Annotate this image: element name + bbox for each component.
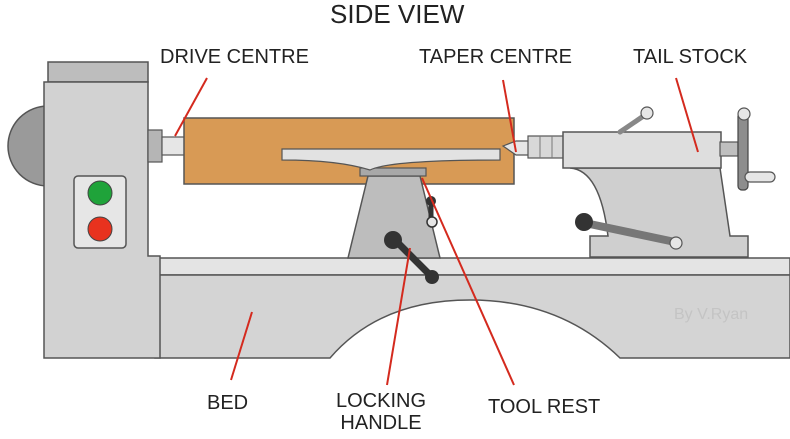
locking-handle-label: LOCKING HANDLE	[326, 390, 436, 434]
motor-pulley	[7, 105, 49, 187]
start-button[interactable]	[87, 180, 113, 206]
author-credit: By V.Ryan	[674, 306, 749, 323]
tool-rest	[281, 148, 501, 259]
tool-rest-label: TOOL REST	[488, 396, 601, 418]
bed-label: BED	[207, 392, 249, 414]
drive-centre-leader	[174, 77, 208, 137]
bed-leader	[230, 311, 253, 381]
drive-centre	[147, 129, 187, 163]
tool-rest-leader	[421, 177, 515, 386]
taper-centre-label: TAPER CENTRE	[419, 46, 572, 68]
drive-centre-label: DRIVE CENTRE	[160, 46, 309, 68]
leader-lines	[174, 77, 699, 386]
locking-handle-leader	[386, 247, 411, 386]
tail-stock-label: TAIL STOCK	[633, 46, 748, 68]
stop-button[interactable]	[87, 216, 113, 242]
control-panel	[73, 175, 127, 249]
locking-handle-label-line1: LOCKING	[335, 390, 427, 412]
tail-stock-leader	[675, 77, 699, 153]
headstock	[43, 61, 161, 359]
locking-handle	[384, 231, 439, 284]
diagram-title: SIDE VIEW	[330, 0, 465, 29]
tail-stock	[527, 106, 776, 258]
taper-centre-leader	[502, 79, 517, 153]
locking-handle-label-line2: HANDLE	[340, 412, 422, 434]
